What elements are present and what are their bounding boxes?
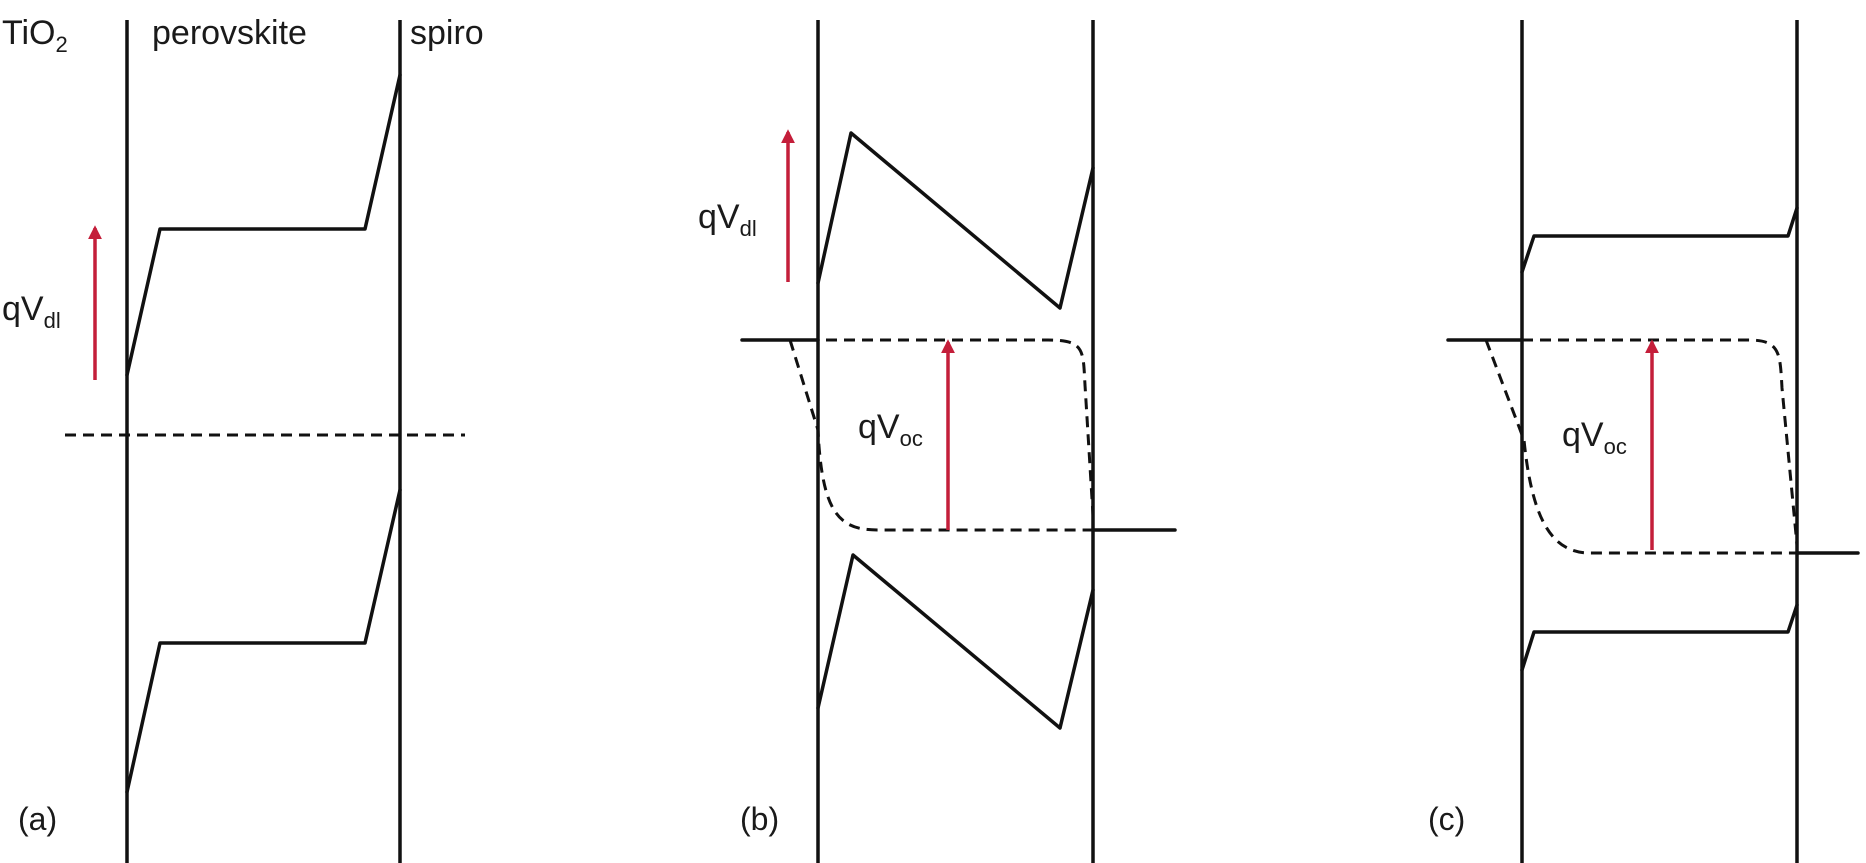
panel-c-conduction-band: [1520, 206, 1799, 274]
panel-a-conduction-band: [125, 73, 402, 377]
panel-a-valence-band: [125, 488, 402, 794]
panel-c: qVoc (c): [1428, 20, 1860, 863]
panel-c-valence-band: [1520, 603, 1799, 672]
panel-c-hole-quasi-fermi-level: [1484, 339, 1822, 555]
panel-b: qVdl qVoc (b): [698, 20, 1177, 863]
panel-b-qvdl-label: qVdl: [698, 198, 757, 241]
panel-b-qvoc-label: qVoc: [858, 408, 923, 451]
panel-b-conduction-band: [816, 131, 1095, 310]
panel-a-qvdl-label: qVdl: [2, 290, 61, 333]
panel-b-valence-band: [816, 553, 1095, 730]
panel-a: TiO2 perovskite spiro qVdl (a): [2, 14, 484, 863]
panel-b-electron-quasi-fermi-level: [790, 338, 1095, 516]
panel-c-label: (c): [1428, 801, 1465, 837]
spiro-label: spiro: [410, 14, 484, 52]
tio2-label: TiO2: [2, 14, 68, 57]
panel-b-label: (b): [740, 801, 779, 837]
panel-b-hole-quasi-fermi-level: [788, 339, 1113, 532]
panel-c-qvoc-label: qVoc: [1562, 416, 1627, 459]
panel-a-label: (a): [18, 801, 57, 837]
panel-c-electron-quasi-fermi-level: [1486, 338, 1799, 546]
perovskite-label: perovskite: [152, 14, 307, 52]
